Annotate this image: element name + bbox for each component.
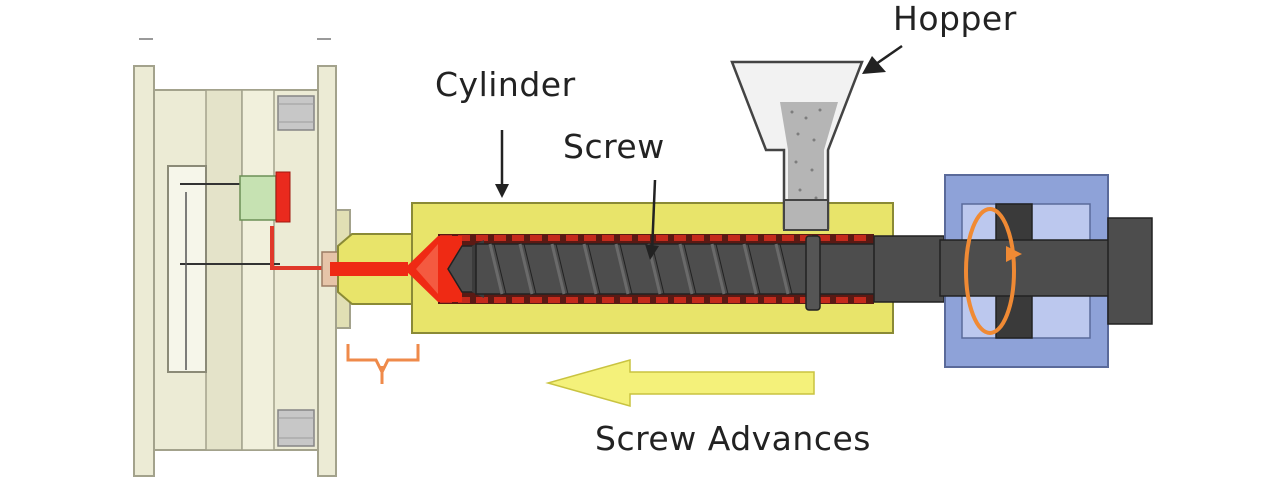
mold-plate bbox=[241, 89, 275, 451]
molten-jet bbox=[330, 262, 408, 276]
screw-collar bbox=[805, 235, 821, 311]
guide-bolt bbox=[277, 95, 315, 131]
ejector-cavity bbox=[167, 165, 207, 373]
cavity-insert bbox=[239, 175, 277, 221]
molded-part bbox=[275, 171, 291, 223]
pellets bbox=[780, 102, 838, 226]
screw-leader bbox=[650, 179, 657, 253]
screw-advance-arrow bbox=[545, 359, 815, 407]
runner bbox=[270, 226, 330, 270]
rotation-arrow bbox=[964, 207, 1016, 335]
mold bbox=[133, 38, 351, 477]
cylinder-label: Cylinder bbox=[435, 65, 576, 104]
nozzle bbox=[330, 233, 420, 384]
tick-mark bbox=[317, 38, 331, 40]
hopper-leader bbox=[875, 44, 903, 66]
hopper bbox=[730, 60, 864, 231]
hopper-label: Hopper bbox=[893, 0, 1017, 38]
mold-plate bbox=[205, 89, 243, 451]
tick-mark bbox=[139, 38, 153, 40]
drive-endcap bbox=[1107, 217, 1153, 325]
guide-bolt bbox=[277, 409, 315, 447]
leaders bbox=[495, 44, 903, 260]
screw-rear-shaft bbox=[873, 235, 945, 303]
screw-label: Screw bbox=[563, 127, 665, 166]
left-platen bbox=[133, 65, 155, 477]
drive-unit bbox=[939, 174, 1153, 368]
screw-advances-label: Screw Advances bbox=[595, 419, 871, 458]
